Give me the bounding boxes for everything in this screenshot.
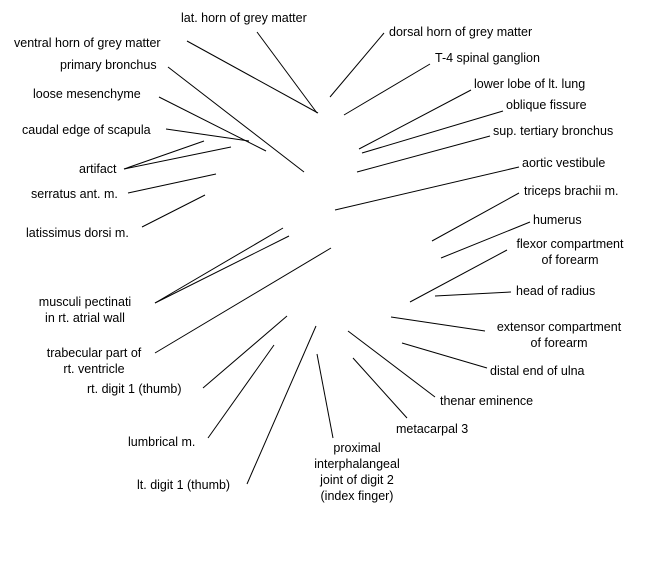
leader-lower-lobe bbox=[358, 89, 472, 150]
label-oblique-fissure: oblique fissure bbox=[506, 98, 587, 112]
label-trabecular-part: trabecular part of rt. ventricle bbox=[34, 345, 154, 377]
leader-distal-ulna bbox=[401, 342, 488, 369]
leader-t4-ganglion bbox=[343, 63, 431, 116]
label-serratus-ant-m: serratus ant. m. bbox=[31, 187, 118, 201]
label-proximal-line-3: joint of digit 2 bbox=[320, 473, 394, 487]
label-sup-tertiary-bronchus: sup. tertiary bronchus bbox=[493, 124, 614, 138]
label-musculi-pectinati: musculi pectinati in rt. atrial wall bbox=[24, 294, 146, 326]
leader-artifact-1 bbox=[123, 140, 205, 170]
label-extensor-line-1: extensor compartment bbox=[496, 320, 622, 334]
label-flexor-line-1: flexor compartment bbox=[516, 237, 624, 251]
label-dorsal-horn-grey-matter: dorsal horn of grey matter bbox=[389, 25, 533, 39]
label-extensor-compartment: extensor compartment of forearm bbox=[485, 319, 633, 351]
label-metacarpal-3: metacarpal 3 bbox=[396, 422, 469, 436]
leader-humerus bbox=[440, 221, 531, 259]
label-proximal-line-4: (index finger) bbox=[320, 489, 394, 503]
leader-flexor bbox=[409, 249, 508, 303]
leader-artifact-2 bbox=[123, 146, 232, 170]
label-lt-digit-1-thumb: lt. digit 1 (thumb) bbox=[137, 478, 231, 492]
leader-musculi-2 bbox=[154, 235, 290, 304]
label-caudal-edge-scapula: caudal edge of scapula bbox=[22, 123, 151, 137]
label-proximal-line-2: interphalangeal bbox=[314, 457, 400, 471]
leader-trabecular bbox=[154, 247, 332, 354]
label-aortic-vestibule: aortic vestibule bbox=[522, 156, 606, 170]
leader-musculi-1 bbox=[154, 227, 284, 304]
leader-loose-mesenchyme bbox=[158, 96, 267, 152]
label-extensor-line-2: of forearm bbox=[530, 336, 588, 350]
label-head-of-radius: head of radius bbox=[516, 284, 596, 298]
leader-ventral-horn bbox=[186, 40, 319, 114]
label-lumbrical-m: lumbrical m. bbox=[128, 435, 196, 449]
label-loose-mesenchyme: loose mesenchyme bbox=[33, 87, 141, 101]
label-humerus: humerus bbox=[533, 213, 582, 227]
label-proximal-interphalangeal-joint: proximal interphalangeal joint of digit … bbox=[298, 440, 416, 504]
label-trabecular-line-2: rt. ventricle bbox=[63, 362, 125, 376]
label-primary-bronchus: primary bronchus bbox=[60, 58, 157, 72]
label-musculi-line-1: musculi pectinati bbox=[38, 295, 132, 309]
leader-primary-bronchus bbox=[167, 66, 305, 173]
label-latissimus-dorsi-m: latissimus dorsi m. bbox=[26, 226, 129, 240]
leader-lumbrical bbox=[207, 344, 275, 439]
label-proximal-line-1: proximal bbox=[333, 441, 381, 455]
leader-head-radius bbox=[434, 291, 512, 297]
leader-extensor bbox=[390, 316, 486, 332]
label-lower-lobe-lt-lung: lower lobe of lt. lung bbox=[474, 77, 586, 91]
label-flexor-compartment: flexor compartment of forearm bbox=[505, 236, 635, 268]
leader-oblique-fissure bbox=[361, 110, 504, 154]
leader-lt-digit bbox=[246, 325, 317, 485]
leader-latissimus bbox=[141, 194, 206, 228]
label-distal-end-ulna: distal end of ulna bbox=[490, 364, 585, 378]
leader-caudal-scapula bbox=[165, 128, 250, 142]
label-musculi-line-2: in rt. atrial wall bbox=[45, 311, 125, 325]
label-artifact: artifact bbox=[79, 162, 117, 176]
label-rt-digit-1-thumb: rt. digit 1 (thumb) bbox=[87, 382, 182, 396]
leader-sup-tertiary bbox=[356, 135, 491, 173]
leader-triceps bbox=[431, 192, 520, 242]
leader-aortic-vestibule bbox=[334, 166, 520, 211]
leader-lat-horn bbox=[256, 31, 318, 114]
leader-thenar bbox=[347, 330, 436, 398]
leader-proximal bbox=[316, 353, 334, 439]
label-ventral-horn-grey-matter: ventral horn of grey matter bbox=[14, 36, 161, 50]
label-trabecular-line-1: trabecular part of bbox=[46, 346, 142, 360]
label-t4-spinal-ganglion: T-4 spinal ganglion bbox=[435, 51, 540, 65]
leader-rt-digit bbox=[202, 315, 288, 389]
label-flexor-line-2: of forearm bbox=[541, 253, 599, 267]
leader-metacarpal bbox=[352, 357, 408, 419]
label-lat-horn-grey-matter: lat. horn of grey matter bbox=[181, 11, 307, 25]
label-triceps-brachii-m: triceps brachii m. bbox=[524, 184, 619, 198]
leader-dorsal-horn bbox=[329, 32, 385, 98]
label-thenar-eminence: thenar eminence bbox=[440, 394, 534, 408]
leader-serratus bbox=[127, 173, 217, 194]
